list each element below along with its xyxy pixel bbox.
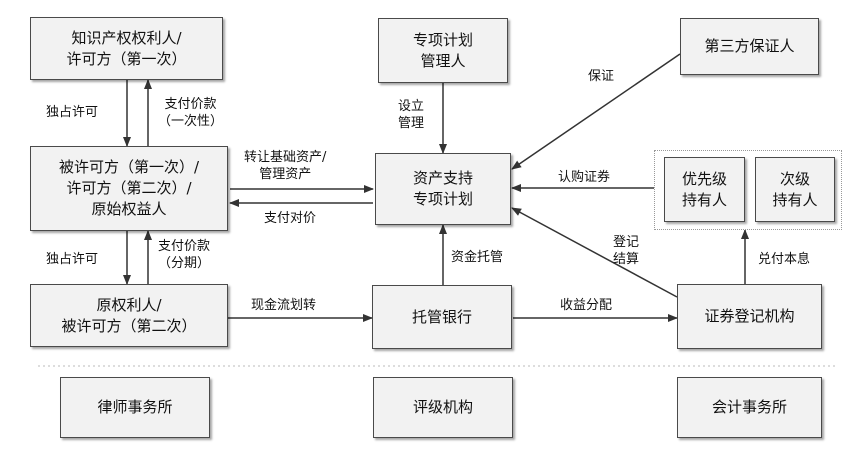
orig-owner-box: 原权利人/ 被许可方（第二次） [30,284,228,347]
custodian-label: 托管银行 [411,307,472,326]
label-fund-custody: 资金托管 [451,250,504,265]
licensee-line-3: 原始权益人 [91,200,167,218]
junior-holder-line-2: 持有人 [772,190,818,209]
abs-plan-box: 资产支持 专项计划 [375,153,511,225]
orig-owner-line-2: 被许可方（第二次） [61,316,197,335]
licensee-line-2: 许可方（第二次）/ [66,179,192,197]
orig-owner-line-1: 原权利人/ [96,295,162,314]
law-firm-label: 律师事务所 [97,398,173,416]
arrow-register-settle [511,207,678,298]
label-subscribe: 认购证券 [558,170,611,185]
label-excl-license-2: 独占许可 [46,252,99,267]
junior-holder-box: 次级 持有人 [755,157,835,222]
registry-box: 证券登记机构 [677,284,822,349]
label-transfer-assets: 转让基础资产/ 管理资产 [244,149,326,183]
senior-holder-line-1: 优先级 [681,169,727,188]
label-settle-line: 结算 [613,252,640,267]
label-transfer-assets-line-1: 转让基础资产/ [244,150,327,165]
label-pay-once-line-2: （一次性） [158,114,224,129]
rating-agency-box: 评级机构 [373,377,513,438]
plan-manager-line-2: 管理人 [420,51,466,70]
abs-plan-line-1: 资产支持 [412,169,473,187]
junior-holder-line-1: 次级 [779,169,810,188]
label-pay-installment-line-2: （分期） [158,256,211,271]
label-pay-installment: 支付价款 （分期） [158,238,210,272]
guarantor-label: 第三方保证人 [704,37,795,55]
label-register-line: 登记 [613,235,640,250]
licensee-box: 被许可方（第一次）/ 许可方（第二次）/ 原始权益人 [30,146,228,231]
accounting-firm-box: 会计事务所 [677,377,822,438]
licensee-line-1: 被许可方（第一次）/ [58,158,200,176]
label-pay-once: 支付价款 （一次性） [158,96,223,130]
label-guarantee: 保证 [588,69,615,84]
law-firm-box: 律师事务所 [60,377,210,438]
abs-plan-line-2: 专项计划 [412,190,473,208]
label-pay-installment-line-1: 支付价款 [158,239,211,254]
guarantor-box: 第三方保证人 [680,18,819,75]
label-setup-line: 设立 [398,99,425,114]
label-excl-license-1: 独占许可 [46,105,99,120]
senior-holder-line-2: 持有人 [681,190,727,209]
ip-owner-box: 知识产权权利人/ 许可方（第一次） [30,17,223,80]
label-income-distribution: 收益分配 [560,298,613,313]
label-manage-line: 管理 [398,116,425,131]
rating-agency-label: 评级机构 [412,398,473,416]
label-setup-manage: 设立 管理 [398,98,424,132]
custodian-box: 托管银行 [372,285,512,349]
label-pay-price: 支付对价 [264,211,317,226]
plan-manager-box: 专项计划 管理人 [378,18,508,83]
plan-manager-line-1: 专项计划 [412,30,473,49]
label-redeem: 兑付本息 [758,252,811,267]
senior-holder-box: 优先级 持有人 [664,157,745,222]
label-cash-flow: 现金流划转 [251,298,317,313]
accounting-firm-label: 会计事务所 [711,398,787,416]
registry-label: 证券登记机构 [704,307,795,325]
ip-owner-line-1: 知识产权权利人/ [71,28,182,47]
label-pay-once-line-1: 支付价款 [164,97,217,112]
arrow-guarantee [511,53,681,170]
ip-owner-line-2: 许可方（第一次） [66,49,187,68]
label-transfer-assets-line-2: 管理资产 [259,167,312,182]
label-register-settle: 登记 结算 [613,234,639,268]
